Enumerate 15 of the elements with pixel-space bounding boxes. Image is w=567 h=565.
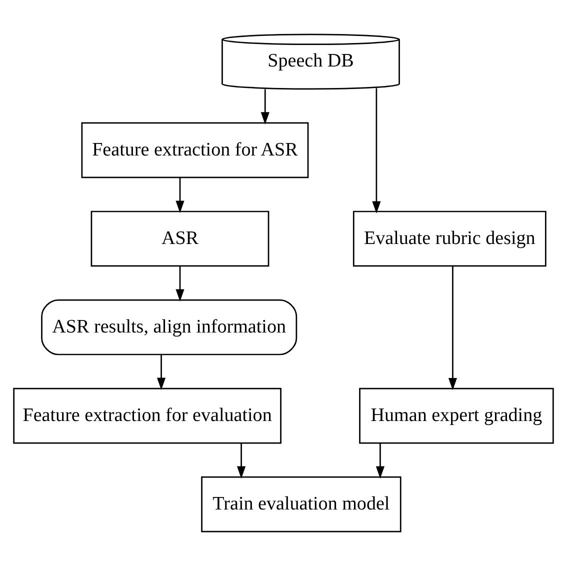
node-box: Evaluate rubric design (352, 210, 546, 266)
node-box: ASR results, align information (41, 298, 298, 355)
node-box: Feature extraction for ASR (81, 122, 309, 178)
arrow (176, 177, 184, 212)
arrow (372, 88, 381, 214)
node-box: ASR (90, 210, 270, 266)
node-box: Train evaluation model (201, 476, 402, 532)
node-box: Human expert grading (359, 387, 554, 444)
arrow (176, 266, 184, 301)
arrow (448, 266, 458, 390)
node-box: Feature extraction for evaluation (13, 387, 282, 444)
arrow (260, 88, 270, 124)
arrow (376, 442, 384, 478)
arrow (236, 442, 246, 478)
arrow (156, 354, 166, 390)
